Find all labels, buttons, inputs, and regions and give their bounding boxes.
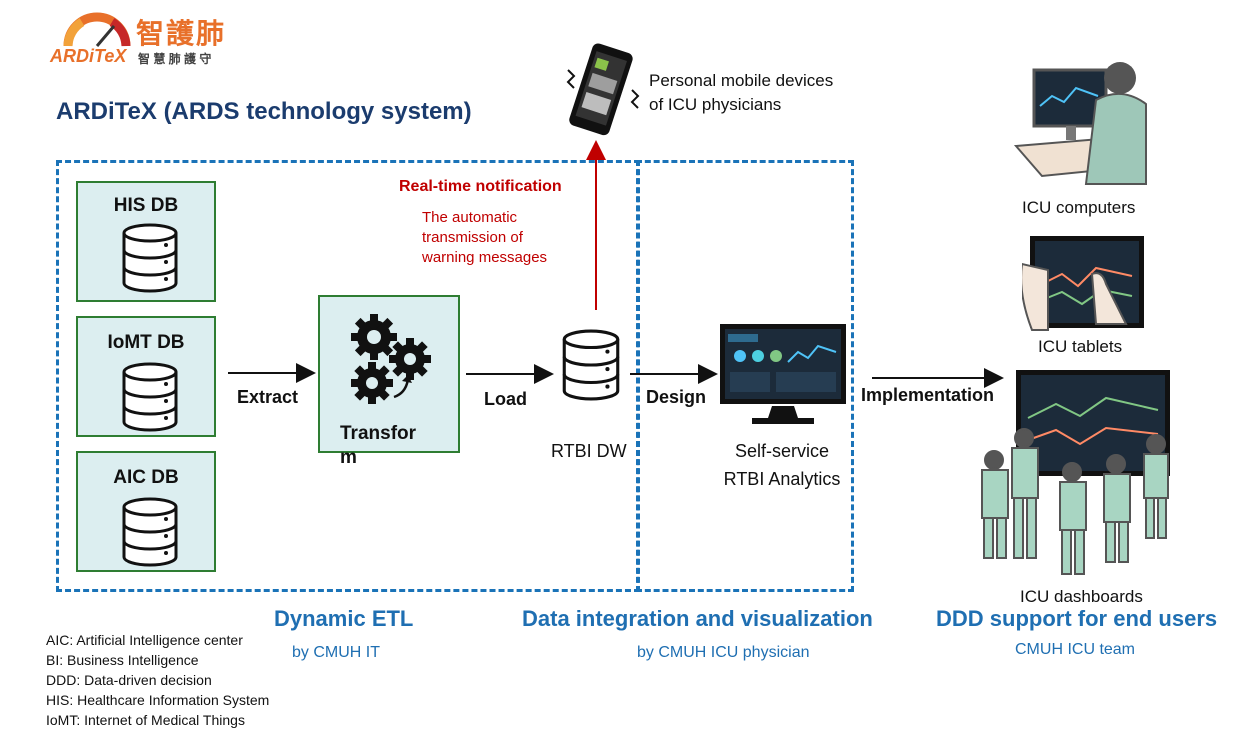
analytics-monitor-icon	[720, 324, 846, 424]
analytics-caption: Self-service RTBI Analytics	[723, 441, 841, 489]
legend-item: BI: Business Intelligence	[46, 652, 199, 668]
legend-item: AIC: Artificial Intelligence center	[46, 632, 243, 648]
design-label: Design	[646, 387, 707, 407]
source-db-iomt: IoMT DB	[76, 316, 216, 437]
section-heading: Dynamic ETL	[274, 606, 414, 631]
dw-label: RTBI DW	[551, 441, 627, 461]
database-icon	[122, 223, 178, 293]
icu-tablet-icon	[1022, 236, 1144, 331]
end-user-caption: ICU dashboards	[1020, 587, 1143, 606]
diagram-title: ARDiTeX (ARDS technology system)	[56, 98, 472, 125]
database-icon	[122, 497, 178, 567]
source-db-label: IoMT DB	[107, 332, 185, 353]
logo-cn-subtitle: 智 慧 肺 護 守	[138, 52, 212, 66]
transform-box: Transfor m	[318, 295, 460, 468]
gears-icon	[351, 314, 431, 404]
transform-label: Transfor m	[340, 423, 417, 468]
section-subheading: by CMUH IT	[292, 644, 380, 661]
mobile-caption: Personal mobile devices of ICU physician…	[649, 71, 834, 114]
section-subheading: by CMUH ICU physician	[637, 644, 810, 661]
notification-title: Real-time notification	[399, 178, 562, 195]
logo: ARDiTeX 智護肺 智 慧 肺 護 守	[50, 10, 250, 70]
extract-label: Extract	[237, 387, 299, 407]
analytics-region	[636, 160, 854, 592]
icu-dashboard-icon	[981, 370, 1170, 575]
data-warehouse-icon	[562, 329, 620, 401]
section-heading: Data integration and visualization	[522, 606, 873, 631]
source-db-aic: AIC DB	[76, 451, 216, 572]
legend-item: DDD: Data-driven decision	[46, 672, 212, 688]
source-db-label: AIC DB	[113, 467, 179, 488]
source-db-his: HIS DB	[76, 181, 216, 302]
load-label: Load	[484, 389, 527, 409]
source-db-label: HIS DB	[113, 195, 179, 216]
abbreviation-legend: AIC: Artificial Intelligence center BI: …	[46, 630, 269, 730]
end-user-caption: ICU computers	[1022, 198, 1136, 217]
logo-gauge-icon	[63, 12, 131, 47]
icu-computer-icon	[1013, 62, 1147, 185]
legend-item: HIS: Healthcare Information System	[46, 692, 270, 708]
section-subheading: CMUH ICU team	[1015, 641, 1136, 658]
implementation-label: Implementation	[861, 385, 995, 405]
legend-item: IoMT: Internet of Medical Things	[46, 712, 245, 728]
notification-description: The automatic transmission of warning me…	[422, 209, 548, 266]
logo-brand: ARDiTeX	[50, 46, 127, 66]
mobile-phone-icon	[566, 43, 640, 136]
section-heading: DDD support for end users	[936, 606, 1218, 631]
logo-cn-title: 智護肺	[136, 18, 227, 49]
end-user-caption: ICU tablets	[1038, 337, 1123, 356]
database-icon	[122, 362, 178, 432]
